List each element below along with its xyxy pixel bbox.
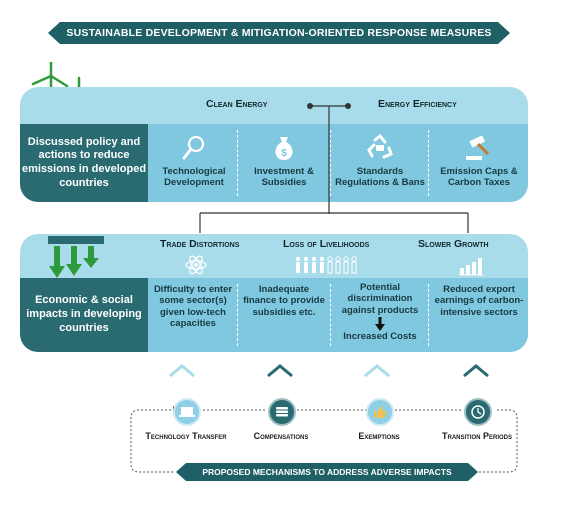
top-left-text: Discussed policy and actions to reduce e…: [21, 135, 147, 189]
heading-clean-energy: Clean Energy: [206, 98, 268, 110]
bottom-item-label: Difficulty to enter some sector(s) given…: [153, 284, 233, 330]
laptop-icon: [179, 407, 195, 417]
mechanism-label: Exemptions: [358, 431, 400, 441]
thumbs-up-icon: [374, 406, 387, 418]
bottom-sep-1: [237, 284, 238, 346]
branch-connector: [199, 212, 469, 233]
bar-chart-icon: [459, 258, 483, 276]
bottom-sep-3: [428, 284, 429, 346]
people-icon: [295, 256, 357, 274]
top-item-investment: $ Investment & Subsidies: [242, 134, 326, 189]
heading-trade-distortions: Trade Distortions: [160, 238, 240, 250]
header-title: SUSTAINABLE DEVELOPMENT & MITIGATION-ORI…: [66, 27, 492, 39]
bottom-item-discrimination: Potential discrimination against product…: [332, 282, 428, 343]
mechanism-label: Transition Periods: [441, 431, 512, 441]
money-bag-icon: $: [275, 137, 293, 160]
chevron-up-icon: [169, 364, 195, 378]
mechanism-exemptions: [366, 398, 394, 426]
coins-icon: [276, 407, 288, 417]
bottom-item-inadequate-finance: Inadequate finance to provide subsidies …: [242, 284, 326, 318]
top-item-label: Technological Development: [162, 166, 226, 189]
bottom-item-difficulty: Difficulty to enter some sector(s) given…: [150, 284, 236, 330]
top-item-emission-caps: Emission Caps & Carbon Taxes: [432, 134, 526, 189]
bottom-item-label: Inadequate finance to provide subsidies …: [243, 284, 325, 318]
mechanism-label: Compensations: [253, 431, 309, 441]
recycle-icon: [367, 134, 393, 159]
header-banner: SUSTAINABLE DEVELOPMENT & MITIGATION-ORI…: [48, 22, 510, 44]
mechanism-transition-periods: [464, 398, 492, 426]
bottom-left-text: Economic & social impacts in developing …: [26, 294, 142, 334]
down-arrows-icon: [48, 236, 104, 278]
heading-loss-of-livelihoods: Loss of Livelihoods: [283, 238, 370, 250]
footer-banner: PROPOSED MECHANISMS TO ADDRESS ADVERSE I…: [176, 463, 478, 481]
gavel-icon: [466, 135, 490, 160]
clock-icon: [471, 405, 485, 419]
bottom-left-box: Economic & social impacts in developing …: [20, 278, 148, 352]
chevron-up-icon: [267, 364, 293, 378]
bottom-item-reduced-export: Reduced export earnings of carbon-intens…: [432, 284, 526, 318]
top-connector: [307, 103, 351, 214]
top-item-technological: Technological Development: [152, 134, 236, 189]
chevron-up-icon: [364, 364, 390, 378]
heading-slower-growth: Slower Growth: [418, 238, 489, 250]
top-left-box: Discussed policy and actions to reduce e…: [20, 124, 148, 202]
top-sep-2: [330, 130, 331, 196]
mechanism-technology-transfer: [173, 398, 201, 426]
bottom-strip: [148, 278, 528, 352]
footer-title: PROPOSED MECHANISMS TO ADDRESS ADVERSE I…: [202, 467, 452, 477]
magnifier-icon: [182, 135, 205, 160]
svg-text:$: $: [281, 148, 287, 159]
top-strip: [148, 124, 528, 202]
bottom-item-label: Reduced export earnings of carbon-intens…: [434, 284, 524, 318]
down-arrow-icon: [375, 317, 385, 332]
mechanism-compensations: [268, 398, 296, 426]
top-sep-3: [428, 130, 429, 196]
mechanism-label: Technology Transfer: [145, 431, 227, 441]
bottom-item-sub: Increased Costs: [343, 331, 417, 343]
top-item-label: Emission Caps & Carbon Taxes: [440, 166, 518, 189]
top-item-label: Investment & Subsidies: [254, 166, 314, 189]
bottom-item-label: Potential discrimination against product…: [341, 282, 419, 316]
atom-icon: [185, 255, 207, 275]
heading-energy-efficiency: Energy Efficiency: [378, 98, 457, 110]
top-sep-1: [237, 130, 238, 196]
bottom-sep-2: [330, 284, 331, 346]
chevron-up-icon: [463, 364, 489, 378]
top-item-standards: Standards Regulations & Bans: [334, 134, 426, 189]
top-item-label: Standards Regulations & Bans: [335, 166, 425, 189]
